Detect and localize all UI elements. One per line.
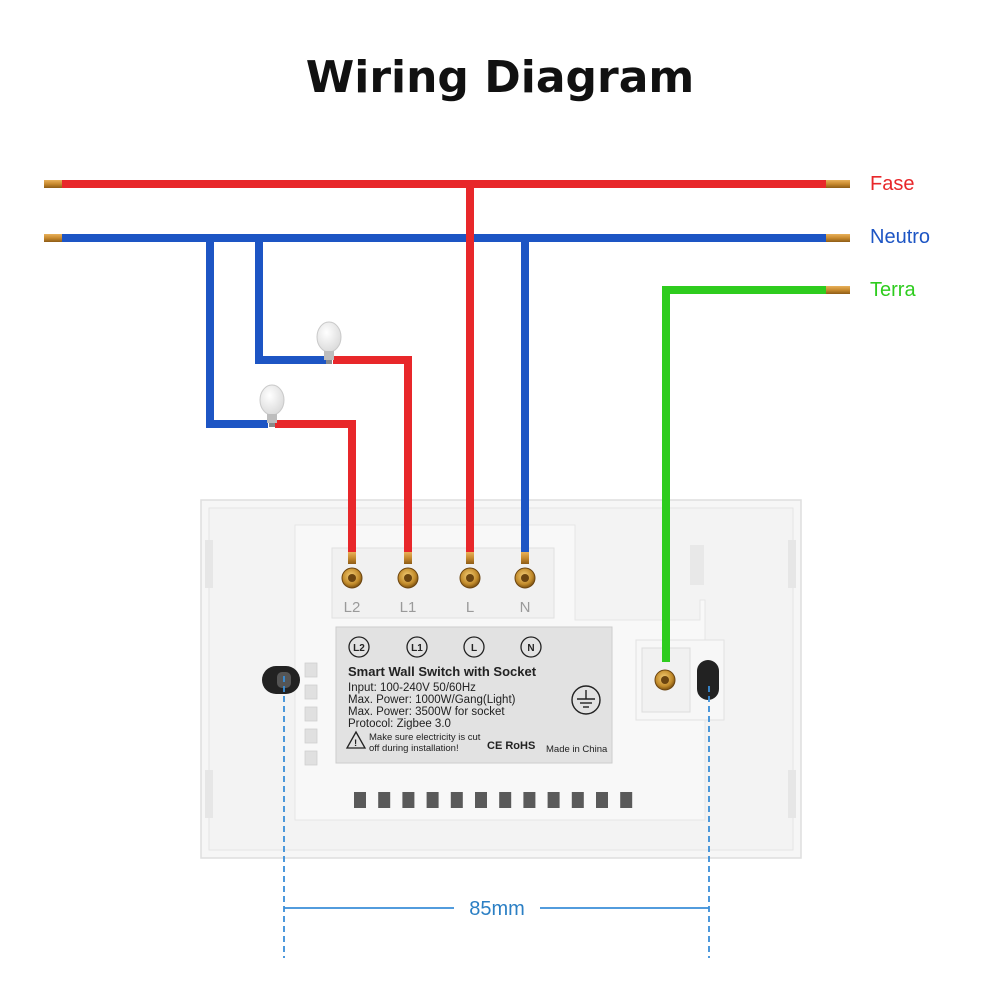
bulb-icon-l2: [259, 384, 285, 427]
vent-slot: [354, 792, 366, 808]
spec-line-4: Protocol: Zigbee 3.0: [348, 718, 451, 730]
plate-terminal-circle-l: L: [463, 636, 485, 658]
terminal-screw-head-l1: [404, 574, 412, 582]
warning-line-2: off during installation!: [369, 743, 459, 754]
spec-line-3: Max. Power: 3500W for socket: [348, 706, 505, 718]
terminal-label-n: N: [520, 599, 531, 616]
terminal-screw-head-n: [521, 574, 529, 582]
bulb-icon-l1: [316, 321, 342, 364]
page-title: Wiring Diagram: [305, 52, 695, 103]
terminal-screw-head-l: [466, 574, 474, 582]
svg-text:!: !: [354, 738, 357, 749]
neutro-label: Neutro: [870, 226, 930, 248]
switched-wire-l2: [275, 420, 356, 556]
origin-text: Made in China: [546, 744, 608, 755]
vent-slot: [499, 792, 512, 808]
terminal-label-l1: L1: [400, 599, 417, 616]
fase-label: Fase: [870, 173, 914, 195]
svg-text:L1: L1: [411, 643, 423, 654]
terminal-label-l2: L2: [344, 599, 361, 616]
terminal-label-l: L: [466, 599, 474, 616]
svg-text:L2: L2: [353, 643, 365, 654]
terra-wire: [662, 286, 828, 662]
dimension-label: 85mm: [469, 898, 525, 920]
warning-icon: !: [345, 730, 367, 749]
dimension-marker: [283, 676, 710, 958]
ground-screw-icon: [654, 669, 676, 691]
vent-slot: [523, 792, 536, 808]
vent-slot: [475, 792, 487, 808]
vent-slot: [402, 792, 415, 808]
vent-slot: [620, 792, 633, 808]
vent-slot: [571, 792, 584, 808]
vent-slot: [547, 792, 560, 808]
terminal-screws: [341, 567, 536, 589]
vent-slot: [378, 792, 391, 808]
vent-slot: [450, 792, 463, 808]
neutro-branch-l2: [206, 238, 268, 428]
vent-slot: [426, 792, 439, 808]
terra-label: Terra: [870, 279, 916, 301]
vent-slot: [596, 792, 608, 808]
ground-symbol-icon: [571, 685, 601, 715]
wire-ends: [44, 180, 850, 564]
plate-terminal-circle-n: N: [520, 636, 542, 658]
certification-marks: CE RoHS: [487, 740, 535, 752]
product-name: Smart Wall Switch with Socket: [348, 664, 537, 679]
plate-terminal-circle-l1: L1: [406, 636, 428, 658]
svg-text:N: N: [527, 643, 534, 654]
spec-line-2: Max. Power: 1000W/Gang(Light): [348, 694, 516, 706]
spec-line-1: Input: 100-240V 50/60Hz: [348, 682, 476, 694]
plate-terminal-circle-l2: L2: [348, 636, 370, 658]
switched-wire-l1: [333, 356, 412, 556]
label-plate: [335, 626, 613, 764]
svg-text:L: L: [471, 643, 477, 654]
neutro-branch-l1: [255, 238, 326, 364]
warning-line-1: Make sure electricity is cut: [369, 732, 481, 743]
terminal-screw-head-l2: [348, 574, 356, 582]
